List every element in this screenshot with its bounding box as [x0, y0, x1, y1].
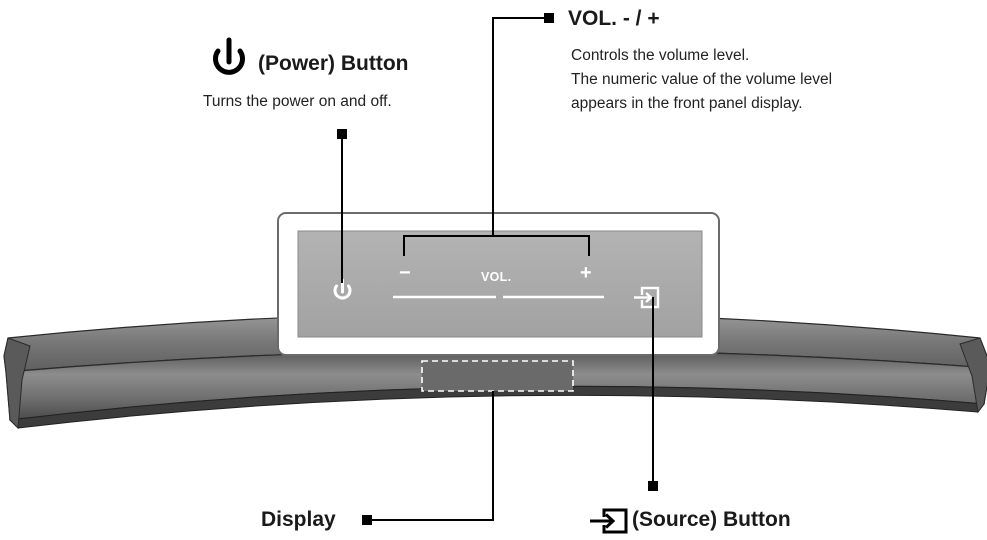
- vol-bracket: [403, 235, 590, 256]
- volume-desc-line-2: The numeric value of the volume level: [571, 71, 833, 88]
- panel-source-icon[interactable]: [634, 286, 660, 309]
- volume-desc-line-3: appears in the front panel display.: [571, 95, 803, 112]
- panel-plus-label: +: [580, 262, 592, 284]
- source-button-title: (Source) Button: [632, 508, 791, 531]
- panel-vol-label: VOL.: [481, 270, 512, 284]
- callout-markers: [337, 13, 658, 525]
- panel-minus-label: −: [399, 262, 411, 284]
- volume-title: VOL. - / +: [568, 7, 660, 30]
- display-window: [421, 360, 574, 392]
- power-button-title: (Power) Button: [258, 52, 409, 75]
- power-icon: [213, 37, 245, 75]
- source-icon: [590, 508, 628, 534]
- callout-lines: [341, 17, 654, 521]
- display-title: Display: [261, 508, 336, 531]
- power-button-desc: Turns the power on and off.: [203, 93, 392, 110]
- control-panel-surface: [297, 230, 703, 338]
- volume-desc-line-1: Controls the volume level.: [571, 47, 750, 64]
